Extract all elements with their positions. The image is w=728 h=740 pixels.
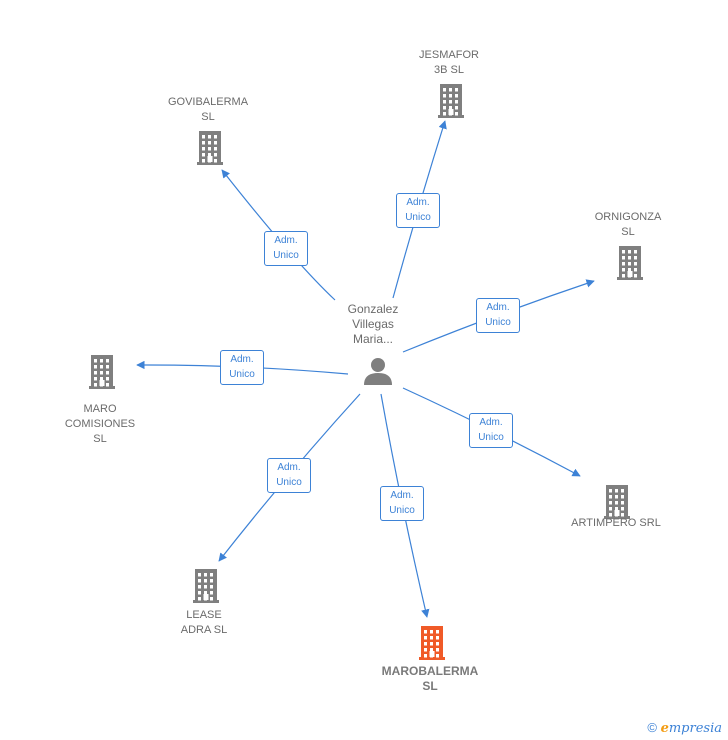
building-icon[interactable] <box>604 485 630 519</box>
company-label-artimpero[interactable]: ARTIMPERO SRL <box>571 517 661 529</box>
relation-label-marobalerma[interactable]: Adm. Unico <box>380 486 424 521</box>
building-icon[interactable] <box>617 246 643 280</box>
building-icon[interactable] <box>438 84 464 118</box>
relation-label-lease[interactable]: Adm. Unico <box>267 458 311 493</box>
copyright-symbol: © <box>647 720 657 735</box>
company-label-marobalerma[interactable]: MAROBALERMA SL <box>381 664 479 693</box>
building-icon[interactable] <box>193 569 219 603</box>
building-icon[interactable] <box>197 131 223 165</box>
footer-brand: © empresia <box>647 720 722 736</box>
relation-label-jesmafor[interactable]: Adm. Unico <box>396 193 440 228</box>
relation-label-govibalerma[interactable]: Adm. Unico <box>264 231 308 266</box>
company-label-govibalerma[interactable]: GOVIBALERMA SL <box>167 96 249 123</box>
person-icon[interactable] <box>364 358 392 385</box>
building-icon-highlight[interactable] <box>419 626 445 660</box>
relation-label-maro[interactable]: Adm. Unico <box>220 350 264 385</box>
company-label-jesmafor[interactable]: JESMAFOR 3B SL <box>419 49 479 76</box>
empresia-logo: empresia <box>660 721 722 736</box>
person-name-label: Gonzalez Villegas Maria... <box>347 302 399 346</box>
building-icon[interactable] <box>89 355 115 389</box>
relation-label-ornigonza[interactable]: Adm. Unico <box>476 298 520 333</box>
company-label-maro[interactable]: MARO COMISIONES SL <box>64 403 136 445</box>
company-label-ornigonza[interactable]: ORNIGONZA SL <box>594 211 662 238</box>
relation-label-artimpero[interactable]: Adm. Unico <box>469 413 513 448</box>
company-label-lease[interactable]: LEASE ADRA SL <box>180 609 228 636</box>
